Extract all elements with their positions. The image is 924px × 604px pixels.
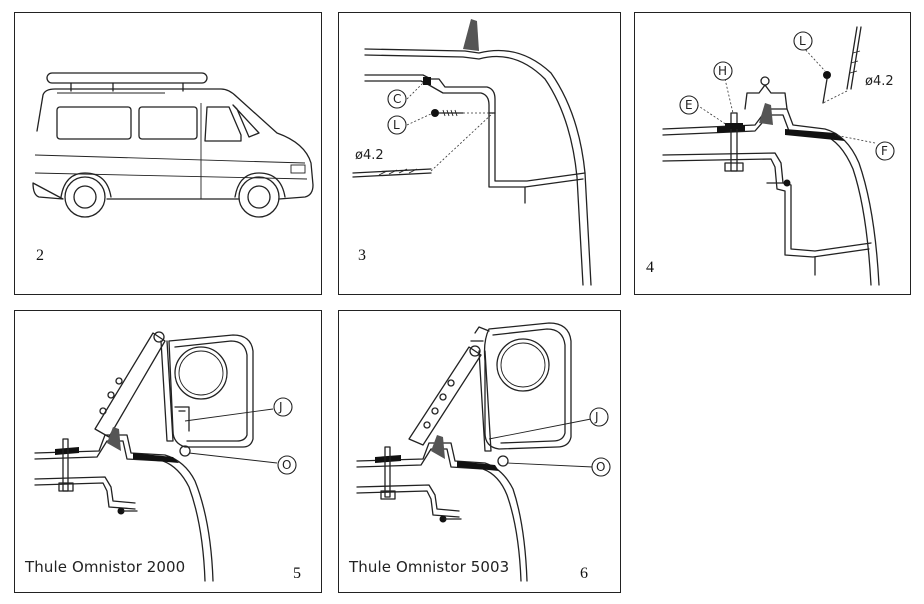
van-illustration (32, 72, 314, 218)
label-o: O (282, 458, 291, 472)
panel-6-illustration: J O (356, 322, 611, 582)
panel-3-illustration: C L ø4.2 (352, 19, 592, 286)
panel-4-illustration: E H L F ø4.2 (662, 26, 895, 286)
label-c: C (393, 92, 401, 106)
label-c-circle (387, 89, 407, 109)
panel-4-number: 4 (646, 259, 654, 276)
label-j: J (278, 400, 283, 414)
panel-4: E H L F ø4.2 4 (634, 12, 911, 295)
panel-2: 2 (14, 12, 322, 295)
label-e: E (685, 98, 693, 112)
panel-5-number: 5 (293, 565, 301, 582)
panel-6: J O Thule Omnistor 5003 6 (338, 310, 621, 593)
panel-5-caption: Thule Omnistor 2000 (25, 558, 186, 576)
label-j: J (594, 410, 599, 424)
drill-diameter-label: ø4.2 (355, 148, 384, 163)
panel-6-number: 6 (580, 565, 588, 582)
panel-3-number: 3 (358, 247, 366, 264)
label-l: L (799, 34, 806, 48)
label-f: F (881, 144, 888, 158)
label-l: L (393, 118, 400, 132)
panel-6-caption: Thule Omnistor 5003 (349, 558, 510, 576)
label-h: H (718, 64, 727, 78)
label-o: O (596, 460, 605, 474)
panel-3: C L ø4.2 3 (338, 12, 621, 295)
drill-diameter-label: ø4.2 (865, 74, 894, 89)
label-l-circle (387, 115, 407, 135)
panel-2-number: 2 (36, 247, 44, 264)
panel-5: J O Thule Omnistor 2000 5 (14, 310, 322, 593)
panel-5-illustration: J O (34, 331, 297, 582)
